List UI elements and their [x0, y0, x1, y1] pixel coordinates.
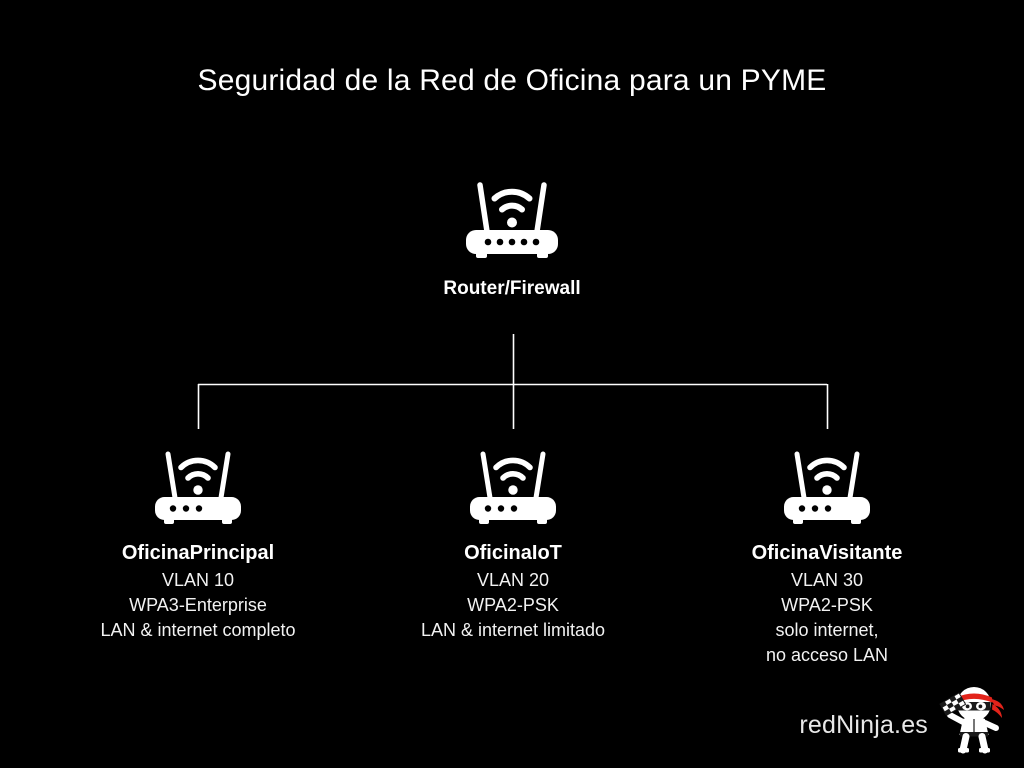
node-security: WPA3-Enterprise [129, 595, 267, 615]
node-vlan: VLAN 30 [790, 570, 864, 590]
node-vlan: VLAN 10 [161, 570, 235, 590]
node-router-firewall[interactable]: Router/Firewall [0, 168, 1024, 300]
node-details: VLAN 10 WPA3-Enterprise LAN & internet c… [38, 568, 358, 643]
node-oficina-principal[interactable]: OficinaPrincipal VLAN 10 WPA3-Enterprise… [38, 440, 358, 643]
node-label-oficina-iot: OficinaIoT [464, 542, 562, 564]
node-oficina-visitante[interactable]: OficinaVisitante VLAN 30 WPA2-PSK solo i… [667, 440, 987, 668]
ninja-mascot-icon [939, 687, 1004, 754]
node-label-oficina-principal: OficinaPrincipal [121, 542, 275, 564]
node-access-line-1: solo internet, [775, 620, 879, 640]
node-oficina-iot[interactable]: OficinaIoT VLAN 20 WPA2-PSK LAN & intern… [353, 440, 673, 643]
router-icon [784, 451, 870, 524]
node-access-line-2: no acceso LAN [765, 645, 889, 665]
router-icon [466, 182, 558, 258]
brand-watermark: redNinja.es [799, 682, 1010, 754]
node-security: WPA2-PSK [781, 595, 873, 615]
brand-name: redNinja.es [799, 711, 928, 739]
node-details: VLAN 20 WPA2-PSK LAN & internet limitado [353, 568, 673, 643]
router-icon [470, 451, 556, 524]
page-title: Seguridad de la Red de Oficina para un P… [197, 64, 827, 97]
node-security: WPA2-PSK [467, 595, 559, 615]
node-details: VLAN 30 WPA2-PSK solo internet, no acces… [667, 568, 987, 668]
router-icon [155, 451, 241, 524]
node-access-line-1: LAN & internet limitado [420, 620, 606, 640]
node-label-router-firewall: Router/Firewall [443, 278, 581, 299]
node-access-line-1: LAN & internet completo [100, 620, 296, 640]
node-vlan: VLAN 20 [476, 570, 550, 590]
node-label-oficina-visitante: OficinaVisitante [751, 542, 903, 564]
